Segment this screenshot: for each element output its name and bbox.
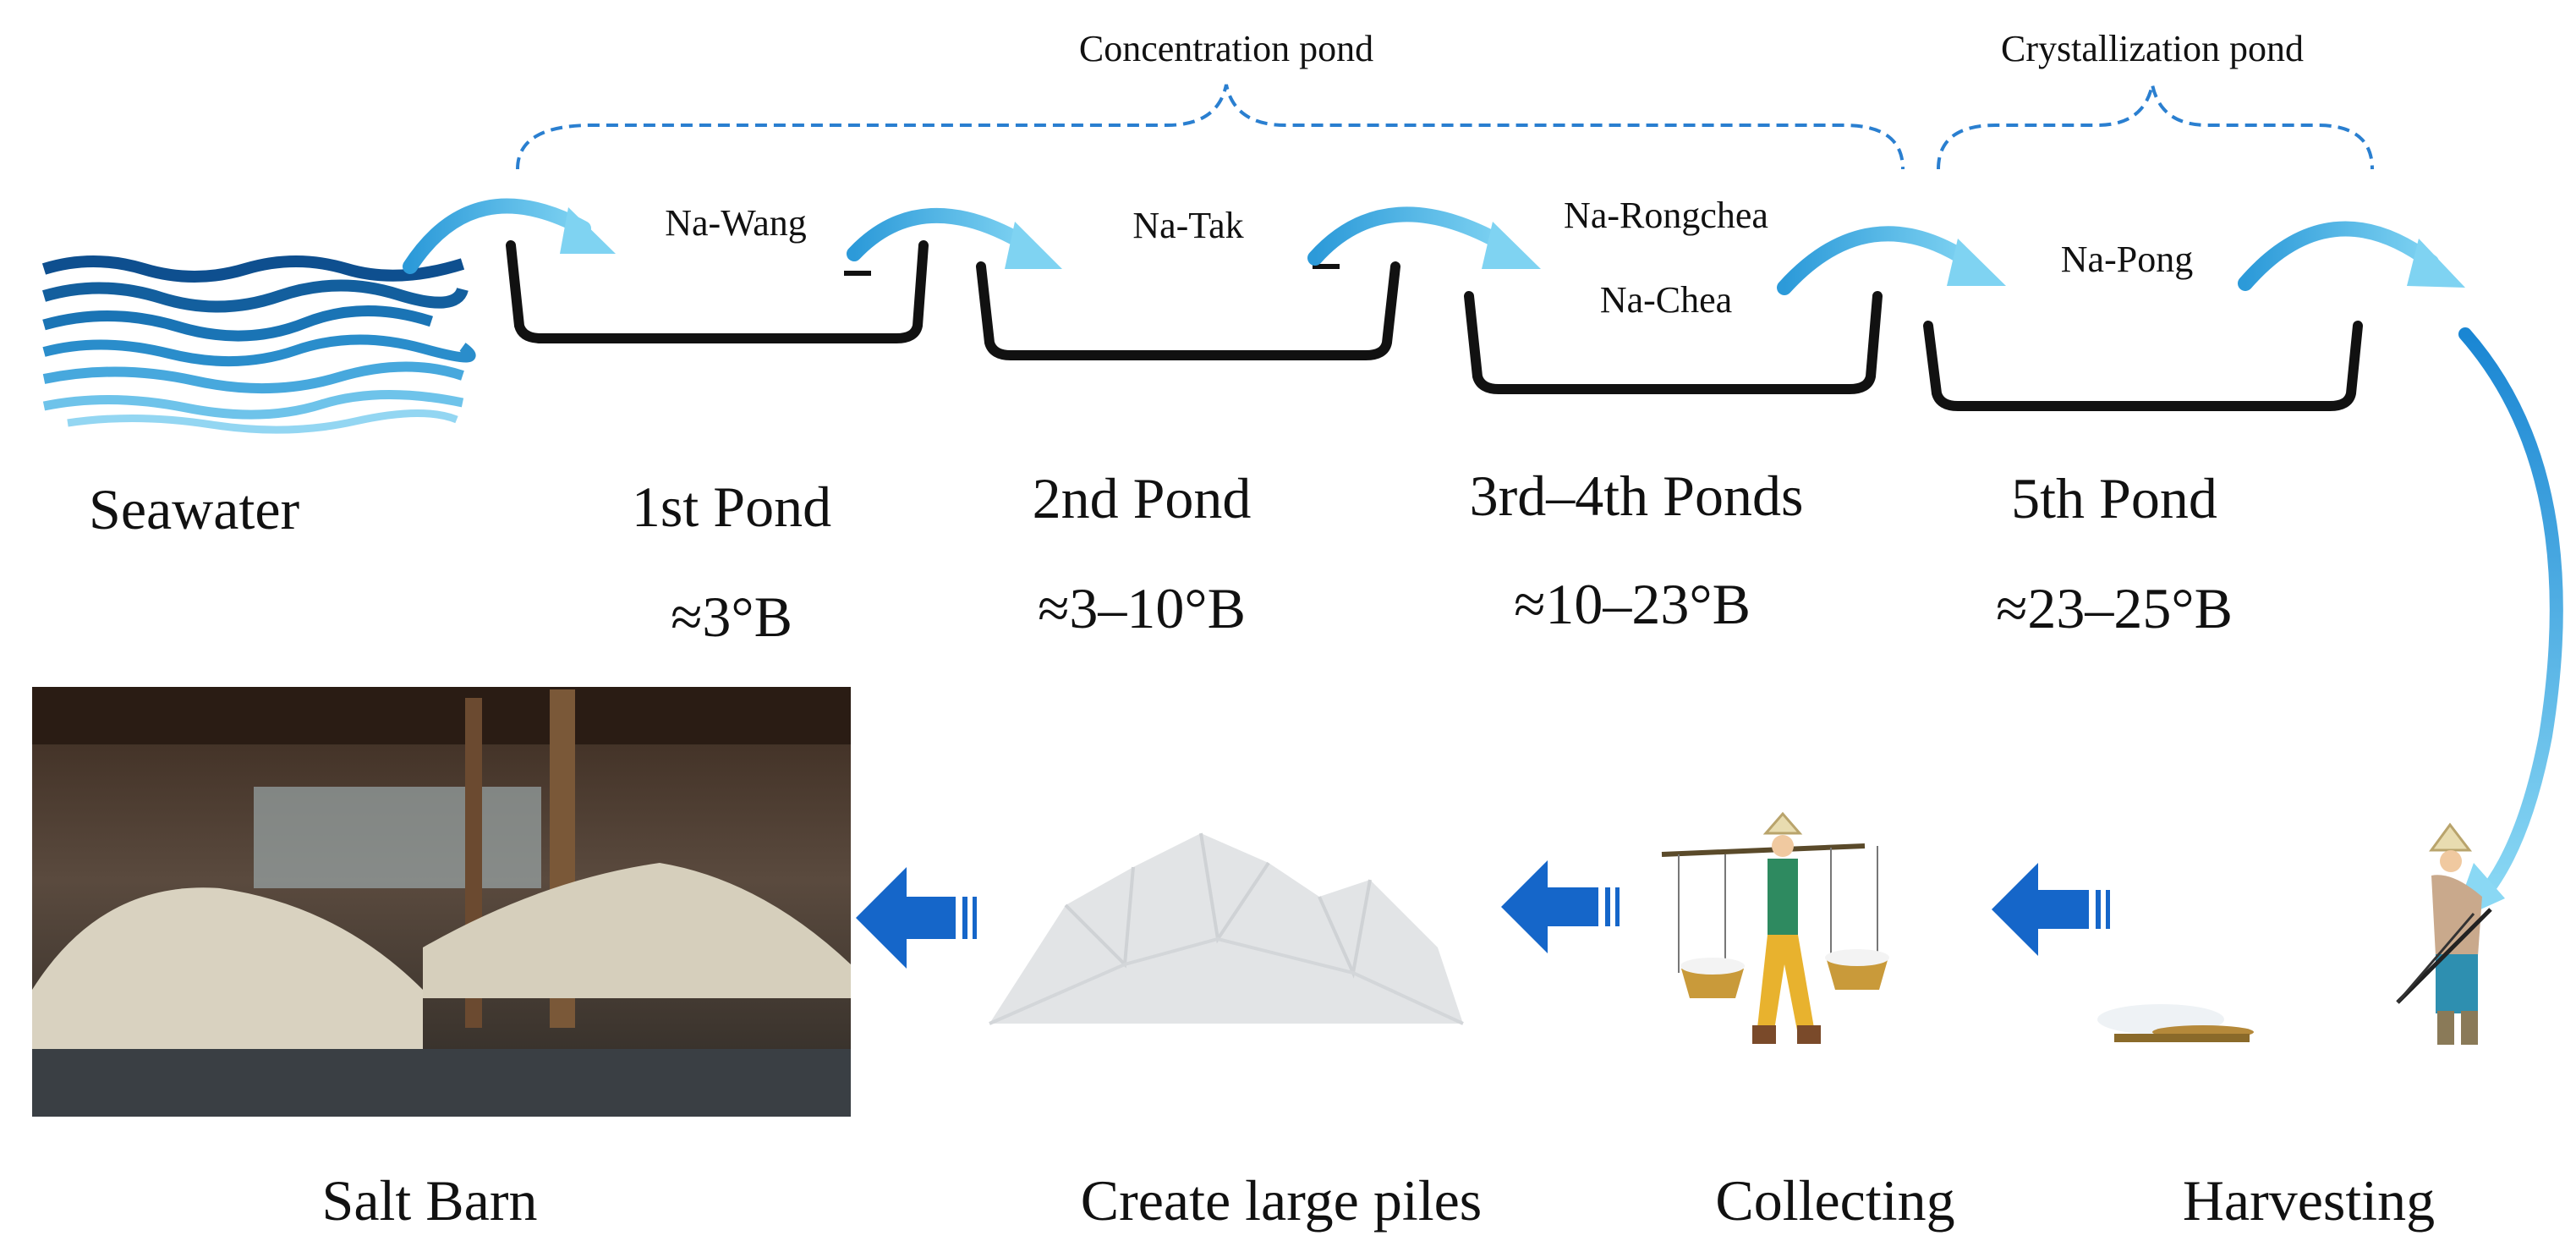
salt-barn-label: Salt Barn — [321, 1168, 538, 1233]
pond-1-baume: ≈3°B — [671, 585, 792, 649]
pond-1-rim-mark — [844, 271, 871, 276]
pond-5-title: 5th Pond — [2011, 466, 2217, 530]
concentration-pond-label: Concentration pond — [1078, 28, 1374, 69]
pond-3-local-name: Na-Rongchea — [1564, 195, 1768, 236]
crystallization-bracket — [1937, 84, 2374, 170]
block-arrow-collect-to-piles — [1501, 860, 1620, 953]
pond-5-baume: ≈23–25°B — [1996, 576, 2233, 640]
pond-2-local-name: Na-Tak — [1132, 205, 1244, 246]
crystallization-pond-label: Crystallization pond — [2000, 28, 2305, 69]
pond-2-rim-mark — [1313, 264, 1340, 269]
flow-arrow-pond3-to-pond5 — [1777, 226, 2006, 295]
pond-4-local-name: Na-Chea — [1599, 279, 1733, 321]
pond-1-local-name: Na-Wang — [665, 202, 807, 244]
collecting-farmer-icon — [1661, 811, 1889, 1044]
pond-3-baume: ≈10–23°B — [1514, 572, 1751, 636]
flow-arrow-pond2-to-pond3 — [1307, 206, 1541, 269]
pond-3-title: 3rd–4th Ponds — [1469, 464, 1804, 528]
create-piles-label: Create large piles — [1080, 1168, 1483, 1233]
flow-arrow-pond5-out — [2238, 221, 2465, 291]
concentration-bracket — [516, 84, 1905, 170]
pond-2-baume: ≈3–10°B — [1038, 576, 1246, 640]
pond-2-basin — [976, 261, 1400, 360]
flow-arrow-to-harvesting — [2453, 327, 2563, 922]
collecting-label: Collecting — [1715, 1168, 1955, 1233]
pond-5-local-name: Na-Pong — [2060, 239, 2194, 280]
pond-1-title: 1st Pond — [631, 475, 832, 539]
salt-barn-photo — [32, 687, 851, 1117]
block-arrow-piles-to-barn — [856, 867, 977, 969]
harvesting-farmer-icon — [2097, 822, 2492, 1045]
pond-1-basin — [506, 240, 929, 343]
pond-2-title: 2nd Pond — [1032, 466, 1252, 530]
seawater-waves-icon — [41, 254, 476, 434]
salt-pile-icon — [989, 832, 1464, 1025]
pond-5-basin — [1923, 321, 2363, 411]
harvesting-label: Harvesting — [2182, 1168, 2436, 1233]
block-arrow-harvest-to-collect — [1992, 863, 2110, 956]
pond-3-basin — [1464, 291, 1883, 394]
flow-arrow-sea-to-pond1 — [403, 198, 616, 274]
seawater-label: Seawater — [89, 477, 300, 541]
flow-arrow-pond1-to-pond2 — [847, 208, 1062, 269]
